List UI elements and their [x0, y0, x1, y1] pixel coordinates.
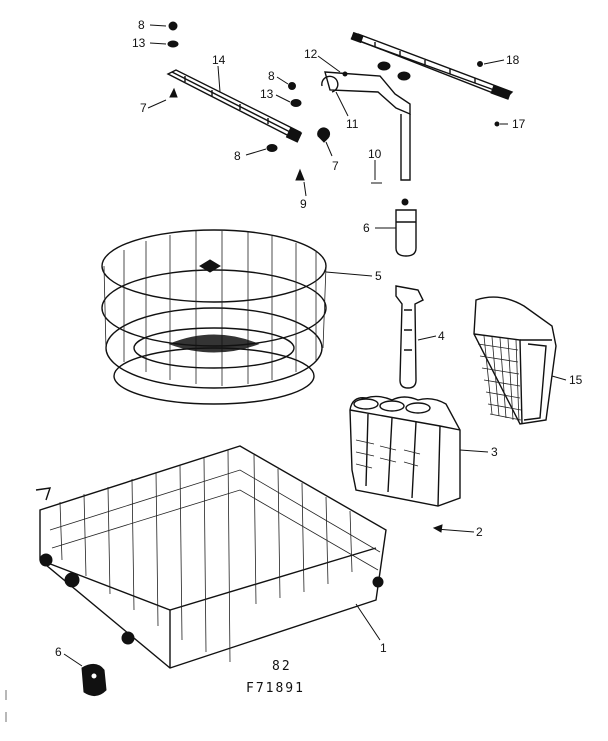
- label-6-wheel: 6: [55, 645, 62, 659]
- label-7-right: 7: [332, 159, 339, 173]
- label-3: 3: [491, 445, 498, 459]
- label-18: 18: [506, 53, 520, 67]
- label-2: 2: [476, 525, 483, 539]
- label-10: 10: [368, 147, 382, 161]
- part-5-round-rack: [101, 229, 327, 405]
- part-8-clip-lower: [266, 144, 278, 152]
- label-17: 17: [512, 117, 526, 131]
- diagram-code: 82: [272, 659, 292, 674]
- part-8-clip-mid: [288, 82, 296, 90]
- label-9: 9: [300, 197, 307, 211]
- label-8-top: 8: [138, 18, 145, 32]
- part-8-clip-top: [168, 21, 178, 31]
- label-5: 5: [375, 269, 382, 283]
- label-1: 1: [380, 641, 387, 655]
- part-12-11-bracket: [321, 61, 411, 116]
- part-9-pin: [295, 168, 305, 181]
- label-7-left: 7: [140, 101, 147, 115]
- label-11: 11: [346, 117, 359, 131]
- part-18-slide-rail: [350, 31, 514, 100]
- part-1-lower-rack: [35, 445, 387, 669]
- label-14: 14: [212, 53, 226, 67]
- part-6-wheel: [81, 664, 107, 696]
- label-4: 4: [438, 329, 445, 343]
- label-8-lower: 8: [234, 149, 241, 163]
- part-15-basket: [473, 296, 557, 425]
- label-6: 6: [363, 221, 370, 235]
- label-15: 15: [569, 373, 583, 387]
- small-parts-group: [167, 21, 179, 98]
- label-13-top: 13: [132, 36, 146, 50]
- part-2-arrow: [435, 528, 475, 533]
- part-10-rod: [371, 114, 411, 184]
- part-6-connector: [395, 209, 417, 257]
- part-18-bumper: [477, 61, 483, 67]
- part-4-spray-tube: [395, 285, 424, 389]
- part-13-washer-top: [167, 40, 179, 48]
- part-3-cutlery-holder: [349, 395, 461, 507]
- part-13-washer-mid: [290, 99, 302, 107]
- callout-labels: 8 13 14 7 8 13 8 7 9 12 11 10 6 18 17 5 …: [55, 18, 583, 659]
- part-7-hook-left: [169, 87, 178, 98]
- part-7-hook-right: [317, 127, 331, 143]
- leader-lines: [63, 24, 567, 667]
- part-14-upper-rack-arm: [166, 69, 303, 143]
- label-8-mid: 8: [268, 69, 275, 83]
- label-12: 12: [304, 47, 318, 61]
- label-13-mid: 13: [260, 87, 274, 101]
- diagram-number: F71891: [246, 681, 305, 696]
- part-17-stop: [494, 121, 500, 127]
